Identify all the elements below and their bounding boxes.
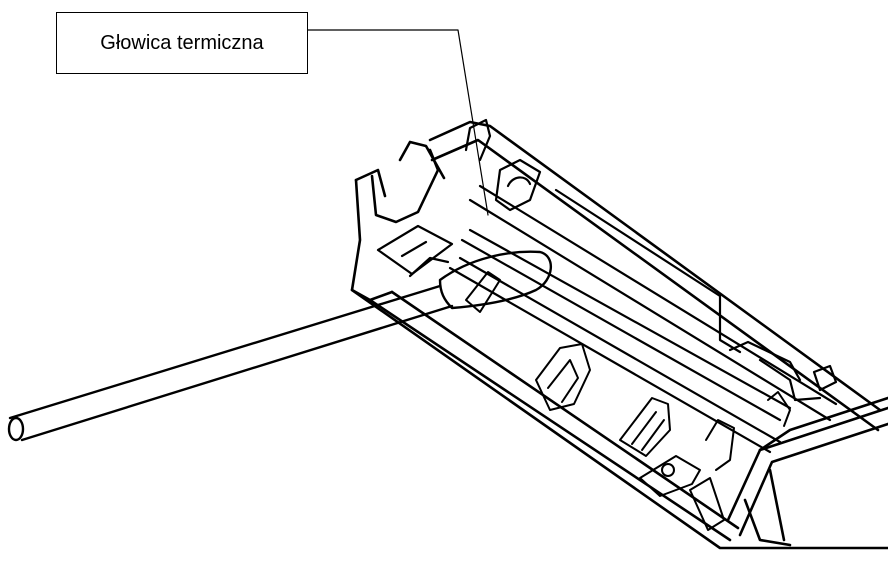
callout-leader-line [307, 29, 489, 216]
thermal-head-assembly [448, 118, 838, 454]
swab-guide-bracket [376, 224, 454, 278]
cotton-swab [7, 250, 552, 442]
callout-label: Głowica termiczna [100, 31, 264, 54]
printer-frame [350, 120, 888, 550]
internal-components [465, 271, 791, 531]
thermal-head-callout: Głowica termiczna [56, 12, 308, 74]
